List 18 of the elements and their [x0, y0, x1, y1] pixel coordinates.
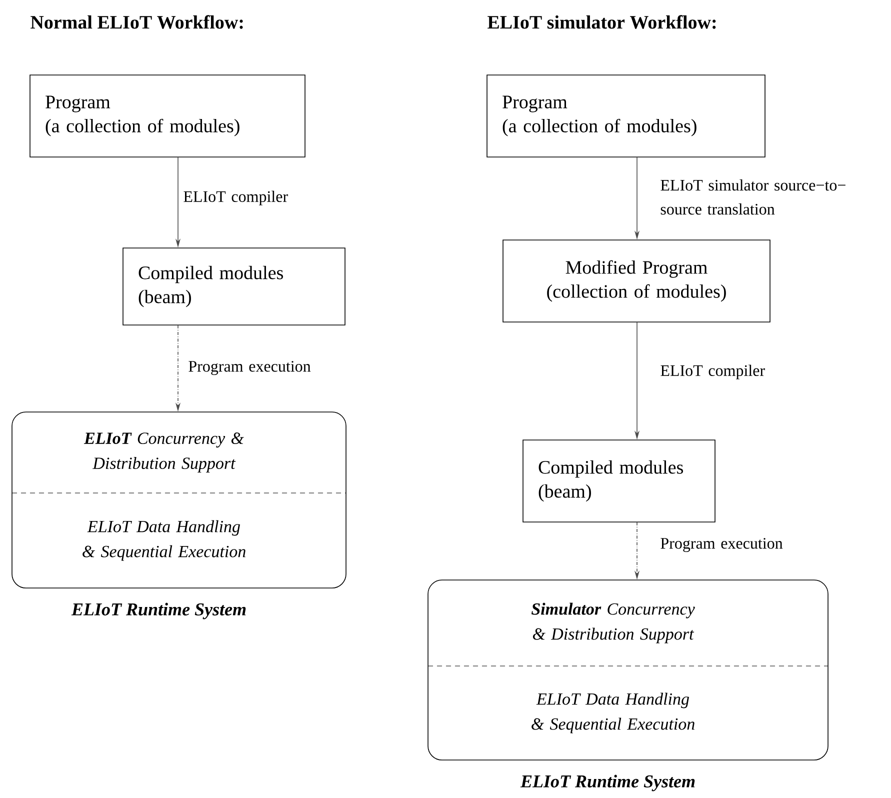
- layer-text: Simulator Concurrency & Distribution Support: [531, 602, 695, 644]
- workflow-heading: ELIoT simulator Workflow:: [488, 15, 716, 29]
- process-box: Program (a collection of modules): [30, 74, 306, 158]
- process-box: Modified Program (collection of modules): [502, 240, 770, 322]
- node-label: ELIoT Runtime System: [520, 774, 695, 792]
- edge-label: Program execution: [188, 361, 311, 376]
- edge-label: Program execution: [660, 538, 783, 552]
- edge-label: ELIoT compiler: [184, 190, 288, 206]
- edge-label: ELIoT simulator source−to−source translation: [660, 179, 846, 215]
- layer-text: ELIoT Data Handling & Sequential Execution: [82, 520, 246, 561]
- edge-label: ELIoT compiler: [660, 364, 765, 380]
- process-box: Compiled modules (beam): [122, 248, 346, 326]
- layer-text: ELIoT Concurrency & Distribution Support: [84, 432, 244, 472]
- layer-text: ELIoT Data Handling & Sequential Execution: [532, 692, 694, 734]
- workflow-heading: Normal ELIoT Workflow:: [30, 15, 243, 29]
- process-box: Compiled modules (beam): [522, 440, 716, 522]
- node-label: ELIoT Runtime System: [71, 602, 246, 620]
- process-box: Program (a collection of modules): [486, 74, 766, 158]
